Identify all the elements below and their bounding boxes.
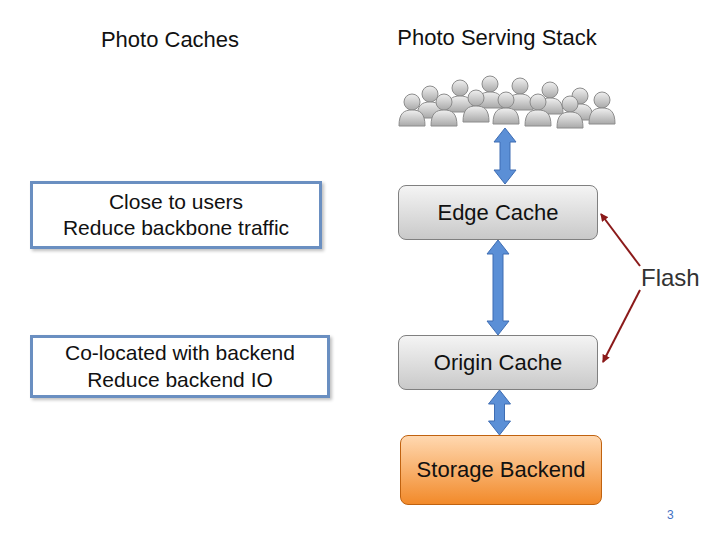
node-text: Storage Backend [417,455,586,486]
flash-leader [601,214,640,266]
flash-leader [603,290,640,362]
double-arrow [489,390,511,435]
node-text: Co-located with backend [65,340,295,366]
storage-box: Storage Backend [400,435,602,505]
double-arrow [487,240,509,335]
description-box: Close to usersReduce backbone traffic [30,181,322,249]
cache-box: Origin Cache [398,335,598,390]
column-heading: Photo Serving Stack [367,25,627,51]
node-text: Reduce backbone traffic [63,215,289,241]
flash-label: Flash [641,264,720,292]
users-icon [399,76,615,128]
node-text: Edge Cache [437,200,558,226]
users-arrow [494,128,516,184]
page-number: 3 [667,508,687,522]
column-heading: Photo Caches [40,27,300,53]
node-text: Reduce backend IO [87,367,273,393]
cache-box: Edge Cache [398,185,598,240]
node-text: Origin Cache [434,350,562,376]
node-text: Close to users [109,189,243,215]
description-box: Co-located with backendReduce backend IO [30,335,330,398]
